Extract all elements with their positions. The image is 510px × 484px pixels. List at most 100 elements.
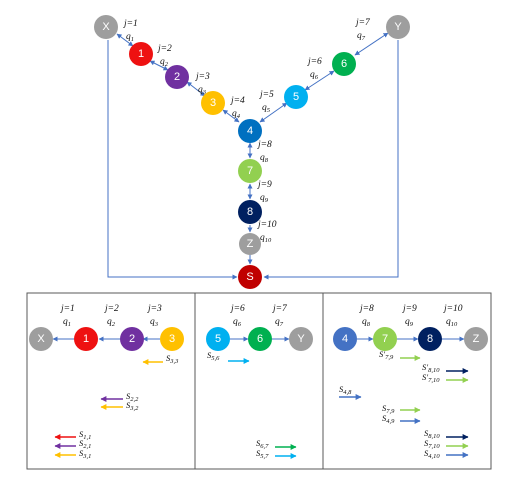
- edge-4-j: j=4: [229, 96, 245, 106]
- node-s: S: [238, 265, 262, 289]
- edge-2-3: [186, 81, 206, 97]
- p2-edge-6-j: j=6: [229, 304, 245, 314]
- node-3: 3: [201, 91, 225, 115]
- p3-node-8: 8: [418, 327, 442, 351]
- node-4: 4: [238, 119, 262, 143]
- p1-node-2: 2: [120, 327, 144, 351]
- edge-1-2: [149, 60, 169, 71]
- p1-edge-2-j: j=2: [103, 304, 119, 314]
- node-1-label: 1: [138, 48, 144, 60]
- edge-3-4: [222, 109, 240, 123]
- p3-node-z-label: Z: [473, 333, 480, 345]
- node-y: Y: [386, 15, 410, 39]
- p3-node-7-label: 7: [382, 333, 388, 345]
- p1-label-s21: S2,1: [79, 438, 91, 450]
- edge-4-q: q4: [232, 109, 241, 120]
- edge-1-j: j=1: [122, 19, 138, 29]
- top-edge-labels: j=1 q1 j=2 q2 j=3 q3 j=4 q4 j=5 q5 j=6 q…: [122, 18, 371, 244]
- p3-label-s710: S7,10: [424, 438, 440, 450]
- top-network: X 1 2 3 4 5 6 Y 7 8 Z S j=1 q1 j=2 q2 j=…: [94, 15, 410, 289]
- p1-edge-2-q: q2: [107, 317, 116, 328]
- p3-label-s410: S4,10: [424, 448, 440, 460]
- p2-node-6: 6: [248, 327, 272, 351]
- p2-label-s56: S5,6: [207, 350, 220, 362]
- edge-2-j: j=2: [156, 44, 172, 54]
- edge-10-j: j=10: [256, 220, 277, 230]
- panel-1: X 1 2 3 j=1 q1 j=2 q2 j=3 q3 S3,3 S2,2 S…: [29, 304, 184, 460]
- edge-9-j: j=9: [256, 180, 272, 190]
- edge-5-q: q5: [262, 103, 271, 114]
- p2-node-6-label: 6: [257, 333, 263, 345]
- node-s-label: S: [246, 271, 253, 283]
- edge-8-q: q8: [260, 153, 269, 164]
- edge-10-q: q10: [260, 233, 272, 244]
- edge-3-j: j=3: [194, 72, 210, 82]
- node-z: Z: [239, 233, 261, 255]
- node-8: 8: [238, 200, 262, 224]
- p3-edge-8-q: q8: [362, 317, 371, 328]
- p3-node-4-label: 4: [342, 333, 348, 345]
- node-1: 1: [129, 42, 153, 66]
- p3-edge-9-q: q9: [405, 317, 414, 328]
- p3-label-s48: S4,8: [339, 384, 352, 396]
- node-z-label: Z: [247, 238, 254, 250]
- node-8-label: 8: [247, 206, 253, 218]
- edge-6-j: j=6: [306, 57, 322, 67]
- p2-node-5-label: 5: [215, 333, 221, 345]
- node-5-label: 5: [293, 91, 299, 103]
- p1-edge-3-q: q3: [150, 317, 159, 328]
- edge-1-q: q1: [126, 32, 134, 43]
- p3-label-s49: S4,9: [382, 413, 395, 425]
- p2-node-y: Y: [289, 327, 313, 351]
- p1-node-2-label: 2: [129, 333, 135, 345]
- p3-label-sp810: S'8,10: [422, 362, 440, 374]
- edge-7-q: q7: [357, 31, 366, 42]
- edge-5-4: [259, 102, 288, 123]
- panel-3: 4 7 8 Z j=8 q8 j=9 q9 j=10 q10 S'7,9 S'8…: [333, 304, 488, 460]
- p3-edge-9-j: j=9: [401, 304, 417, 314]
- node-x-label: X: [102, 21, 110, 33]
- p1-edge-1-j: j=1: [59, 304, 75, 314]
- p3-label-sp79: S'7,9: [379, 349, 394, 361]
- p1-node-3: 3: [160, 327, 184, 351]
- p1-node-x-label: X: [37, 333, 45, 345]
- p1-edge-3-j: j=3: [146, 304, 162, 314]
- edge-6-5: [304, 70, 335, 91]
- p2-node-5: 5: [206, 327, 230, 351]
- node-7: 7: [238, 159, 262, 183]
- node-2-label: 2: [174, 71, 180, 83]
- node-4-label: 4: [247, 125, 253, 137]
- p1-node-1-label: 1: [83, 333, 89, 345]
- node-6: 6: [332, 52, 356, 76]
- edge-6-q: q6: [310, 70, 319, 81]
- node-3-label: 3: [210, 97, 216, 109]
- p1-node-3-label: 3: [169, 333, 175, 345]
- p1-label-s11: S1,1: [79, 429, 91, 441]
- p2-edge-7-q: q7: [275, 317, 284, 328]
- p3-node-z: Z: [464, 327, 488, 351]
- edge-3-q: q3: [198, 85, 207, 96]
- node-x: X: [94, 15, 118, 39]
- p1-node-x: X: [29, 327, 53, 351]
- edge-2-q: q2: [160, 57, 169, 68]
- p3-label-s810: S8,10: [424, 428, 440, 440]
- edge-x-s: [107, 40, 238, 280]
- p3-node-4: 4: [333, 327, 357, 351]
- edge-8-j: j=8: [256, 140, 272, 150]
- p1-label-s32: S3,2: [126, 400, 139, 412]
- edge-y-6: [354, 32, 389, 56]
- bottom-panel-frame: [26, 292, 492, 470]
- p3-label-sp710: S'7,10: [422, 372, 440, 384]
- p3-edge-10-j: j=10: [442, 304, 463, 314]
- p2-edge-6-q: q6: [233, 317, 242, 328]
- p2-node-y-label: Y: [297, 333, 305, 345]
- p3-edge-8-j: j=8: [358, 304, 374, 314]
- p3-edge-10-q: q10: [446, 317, 458, 328]
- p2-label-s67: S6,7: [256, 438, 269, 450]
- p3-node-8-label: 8: [427, 333, 433, 345]
- p1-label-s31: S3,1: [79, 448, 91, 460]
- edge-x-1: [116, 33, 134, 47]
- p3-node-7: 7: [373, 327, 397, 351]
- node-y-label: Y: [394, 21, 402, 33]
- node-2: 2: [165, 65, 189, 89]
